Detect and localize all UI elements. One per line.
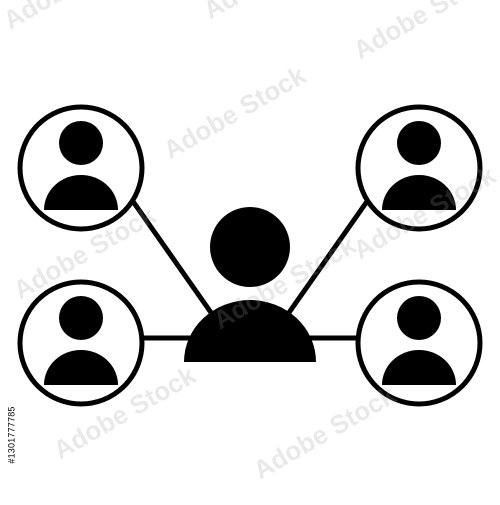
- person-node-bottom-right: [355, 279, 483, 407]
- connector-lines: [129, 197, 371, 341]
- person-node-bottom-left: [17, 279, 145, 407]
- person-body-icon: [44, 175, 118, 210]
- person-body-icon: [382, 350, 456, 385]
- person-head-icon: [59, 296, 103, 340]
- person-node-top-right: [355, 104, 483, 232]
- central-person-body: [184, 300, 316, 362]
- central-person-head: [210, 207, 290, 287]
- person-node-top-left: [17, 104, 145, 232]
- person-head-icon: [397, 296, 441, 340]
- connector-top-right: [285, 197, 371, 317]
- person-head-icon: [397, 121, 441, 165]
- person-head-icon: [59, 121, 103, 165]
- connector-top-left: [129, 197, 215, 317]
- person-body-icon: [44, 350, 118, 385]
- central-person-icon: [184, 207, 316, 362]
- stock-id-label: #1301777785: [6, 385, 18, 485]
- stock-id-text: #1301777785: [7, 406, 18, 464]
- person-body-icon: [382, 175, 456, 210]
